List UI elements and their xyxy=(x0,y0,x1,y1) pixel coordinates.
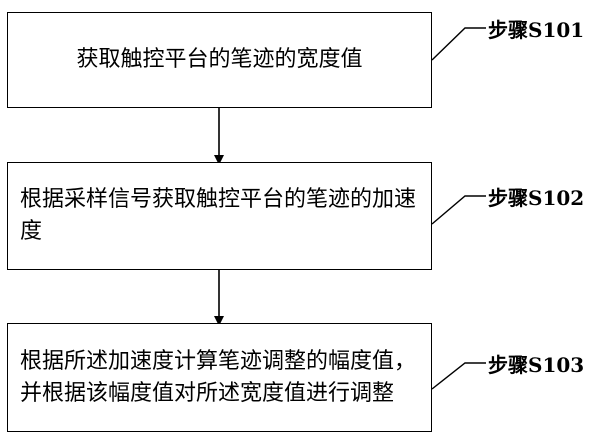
step-text-s102: 根据采样信号获取触控平台的笔迹的加速度 xyxy=(20,187,417,244)
step-text-s103: 根据所述加速度计算笔迹调整的幅度值，并根据该幅度值对所述宽度值进行调整 xyxy=(20,348,417,406)
leader-line-s103 xyxy=(431,362,486,390)
leader-line-s102 xyxy=(431,195,486,225)
step-label-s101: 步骤S101 xyxy=(488,18,585,42)
step-box-s103: 根据所述加速度计算笔迹调整的幅度值，并根据该幅度值对所述宽度值进行调整 xyxy=(7,323,432,432)
step-box-s101: 获取触控平台的笔迹的宽度值 xyxy=(7,12,432,108)
step-text-s101: 获取触控平台的笔迹的宽度值 xyxy=(76,47,363,72)
step-label-s102: 步骤S102 xyxy=(488,186,585,210)
leader-line-s101 xyxy=(431,27,486,61)
step-label-s103: 步骤S103 xyxy=(488,353,585,377)
step-box-s102: 根据采样信号获取触控平台的笔迹的加速度 xyxy=(7,162,432,270)
